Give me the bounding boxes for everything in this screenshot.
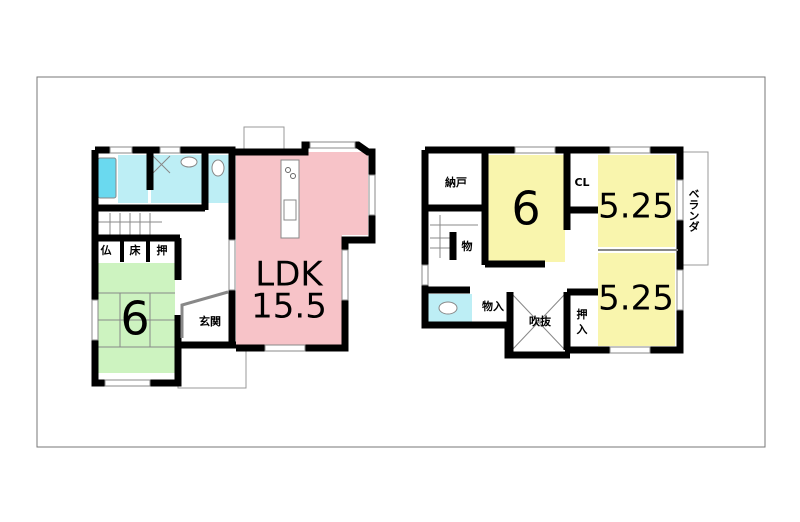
bedroom-525-top-size: 5.25: [598, 187, 674, 227]
floor-1: LDK 15.5 6 仏 床 押 玄関: [91, 126, 376, 389]
tokonoma-label: 床: [130, 243, 142, 257]
oshiire-label: 押: [157, 243, 168, 257]
ldk-room: [236, 152, 368, 345]
toilet-icon: [438, 301, 458, 315]
oshiire-label-bottom: 入: [577, 323, 588, 336]
ldk-size: 15.5: [251, 287, 327, 327]
bedroom-6: [487, 155, 565, 262]
oshiire-label-top: 押: [577, 307, 588, 321]
bedroom-6-size: 6: [511, 182, 540, 236]
floor-2: 納戸 6 CL 5.25 5.25 ベランダ 物 物入 吹抜 押 入: [421, 146, 709, 359]
sink-icon: [180, 156, 198, 168]
bedroom-525-bottom: [598, 253, 675, 346]
tatami-lines: [95, 292, 175, 348]
washer-icon: [152, 155, 171, 174]
entrance-label: 玄関: [199, 314, 221, 328]
bath-room: [118, 155, 148, 203]
bedroom-525-bottom-size: 5.25: [598, 279, 674, 319]
toilet-icon: [211, 159, 225, 177]
japanese-room: [95, 263, 175, 373]
veranda-label: ベランダ: [687, 188, 700, 232]
mono-label: 物: [462, 239, 473, 253]
butsuma-label: 仏: [101, 244, 112, 257]
fukinuke-label: 吹抜: [529, 314, 552, 328]
bedroom-525-top: [598, 155, 675, 247]
monoire-label: 物入: [482, 299, 504, 313]
ldk-label: LDK: [255, 255, 324, 295]
stairs-1f: [97, 213, 162, 236]
storage-label: 納戸: [445, 175, 467, 189]
japanese-room-size: 6: [120, 292, 149, 346]
closet-label: CL: [574, 176, 589, 189]
bathtub-icon: [97, 157, 117, 199]
fukinuke-cross: [511, 293, 566, 351]
